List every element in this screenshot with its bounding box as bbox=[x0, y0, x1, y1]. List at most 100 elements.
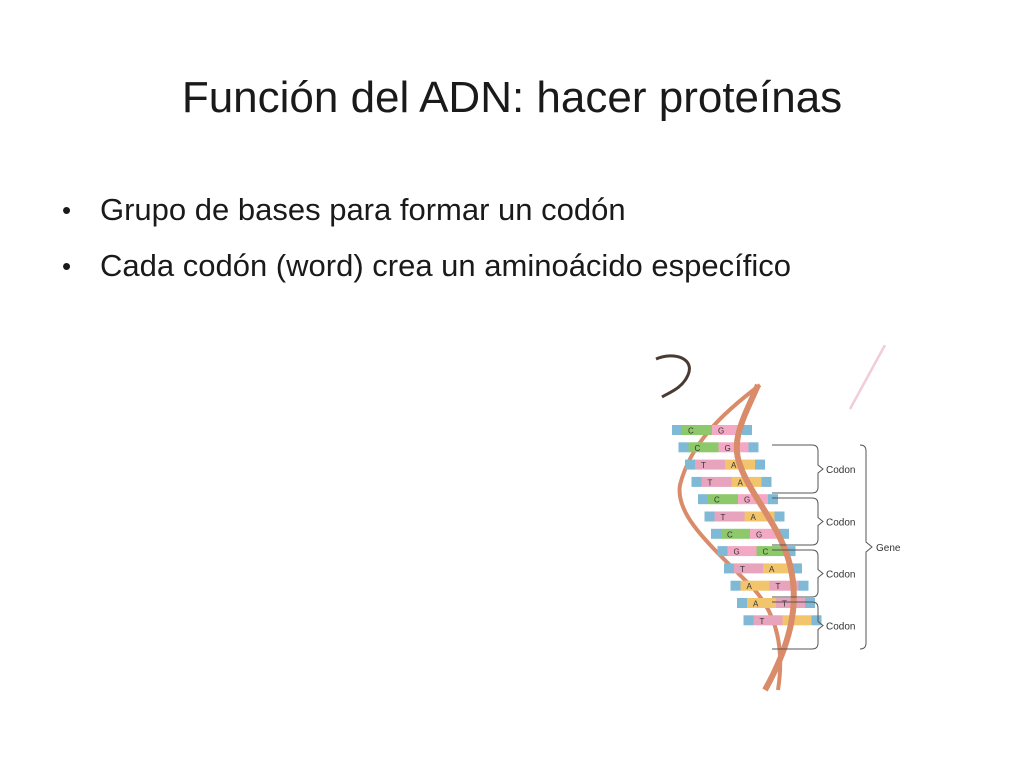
base-pair-backbone-right bbox=[798, 580, 809, 591]
base-pair-backbone-right bbox=[761, 476, 772, 487]
base-left-label: C bbox=[688, 427, 694, 436]
base-pair-backbone-left bbox=[711, 528, 721, 539]
base-left-label: A bbox=[747, 582, 753, 591]
base-left bbox=[714, 511, 745, 522]
base-right bbox=[738, 494, 768, 505]
base-left-label: A bbox=[753, 600, 759, 609]
gene-bracket-line bbox=[859, 444, 873, 650]
base-right-label: G bbox=[718, 427, 724, 436]
base-left bbox=[708, 494, 738, 505]
base-pair-backbone-left bbox=[678, 442, 689, 453]
base-pair-backbone-right bbox=[792, 563, 802, 574]
base-pair-backbone-left bbox=[698, 494, 708, 505]
base-right-label: A bbox=[731, 461, 737, 470]
base-right-label: G bbox=[725, 444, 731, 453]
base-right-label: G bbox=[744, 496, 750, 505]
base-left-label: T bbox=[760, 617, 765, 626]
base-left bbox=[695, 459, 725, 470]
base-right bbox=[718, 442, 749, 453]
bullet-dot-icon: • bbox=[62, 251, 72, 281]
base-pair-backbone-left bbox=[724, 563, 734, 574]
codon-bracket: Codon bbox=[772, 601, 855, 650]
base-right-label: A bbox=[751, 513, 757, 522]
base-left bbox=[721, 528, 750, 539]
base-left-label: T bbox=[721, 513, 726, 522]
base-pair-backbone-right bbox=[755, 459, 765, 470]
base-pair-backbone-left bbox=[704, 511, 715, 522]
base-left-label: C bbox=[695, 444, 701, 453]
base-pair-backbone-right bbox=[768, 494, 778, 505]
base-right-label: T bbox=[776, 582, 781, 591]
base-pair-backbone-left bbox=[685, 459, 695, 470]
base-left-label: T bbox=[701, 461, 706, 470]
base-pair-backbone-left bbox=[672, 425, 682, 435]
base-left-label: T bbox=[740, 565, 745, 574]
base-pair-backbone-left bbox=[737, 598, 747, 608]
base-right-label: A bbox=[769, 565, 775, 574]
base-left bbox=[753, 615, 783, 626]
base-right-label: T bbox=[782, 600, 787, 609]
codon-bracket: Codon bbox=[772, 444, 855, 494]
base-right bbox=[750, 528, 779, 539]
bullet-item: • Cada codón (word) crea un aminoácido e… bbox=[62, 246, 862, 286]
base-pair-backbone-right bbox=[774, 511, 785, 522]
codon-bracket-line bbox=[772, 497, 824, 546]
bullet-item: • Grupo de bases para formar un codón bbox=[62, 190, 862, 230]
base-left-label: C bbox=[727, 530, 733, 539]
base-right bbox=[776, 598, 805, 608]
gene-bracket: Gene bbox=[859, 444, 901, 650]
base-right-label: A bbox=[738, 478, 744, 487]
front-strand bbox=[733, 383, 797, 692]
strand-fragment bbox=[848, 344, 887, 410]
base-right bbox=[756, 546, 786, 557]
swirl-decoration bbox=[655, 354, 691, 399]
codon-bracket: Codon bbox=[772, 497, 855, 546]
front-strand-path bbox=[733, 383, 797, 692]
base-left-label: C bbox=[714, 496, 720, 505]
base-right-label: C bbox=[763, 548, 769, 557]
bullet-text: Grupo de bases para formar un codón bbox=[100, 192, 626, 227]
slide-title: Función del ADN: hacer proteínas bbox=[181, 73, 843, 122]
base-left bbox=[740, 580, 770, 591]
codon-label: Codon bbox=[826, 518, 855, 529]
base-left bbox=[734, 563, 763, 574]
bullet-text: Cada codón (word) crea un aminoácido esp… bbox=[100, 248, 791, 283]
base-left bbox=[688, 442, 719, 453]
base-left bbox=[701, 476, 732, 487]
base-right-label: G bbox=[756, 530, 762, 539]
base-pair-backbone-right bbox=[742, 425, 752, 435]
base-left bbox=[747, 598, 776, 608]
base-pair-backbone-right bbox=[779, 528, 789, 539]
base-right bbox=[782, 615, 812, 626]
base-pair-backbone-right bbox=[785, 546, 796, 557]
bullet-dot-icon: • bbox=[62, 195, 72, 225]
codon-label: Codon bbox=[826, 570, 855, 581]
codon-bracket-line bbox=[772, 601, 824, 650]
bullet-list: • Grupo de bases para formar un codón • … bbox=[62, 190, 862, 302]
base-right bbox=[763, 563, 792, 574]
base-left bbox=[727, 546, 757, 557]
base-pair-backbone-left bbox=[730, 580, 741, 591]
base-right bbox=[744, 511, 775, 522]
base-pair-backbone-right bbox=[805, 598, 815, 608]
base-right bbox=[769, 580, 799, 591]
base-left bbox=[682, 425, 712, 435]
codon-label: Codon bbox=[826, 622, 855, 633]
base-pair-backbone-left bbox=[743, 615, 754, 626]
base-pair-backbone-right bbox=[748, 442, 759, 453]
